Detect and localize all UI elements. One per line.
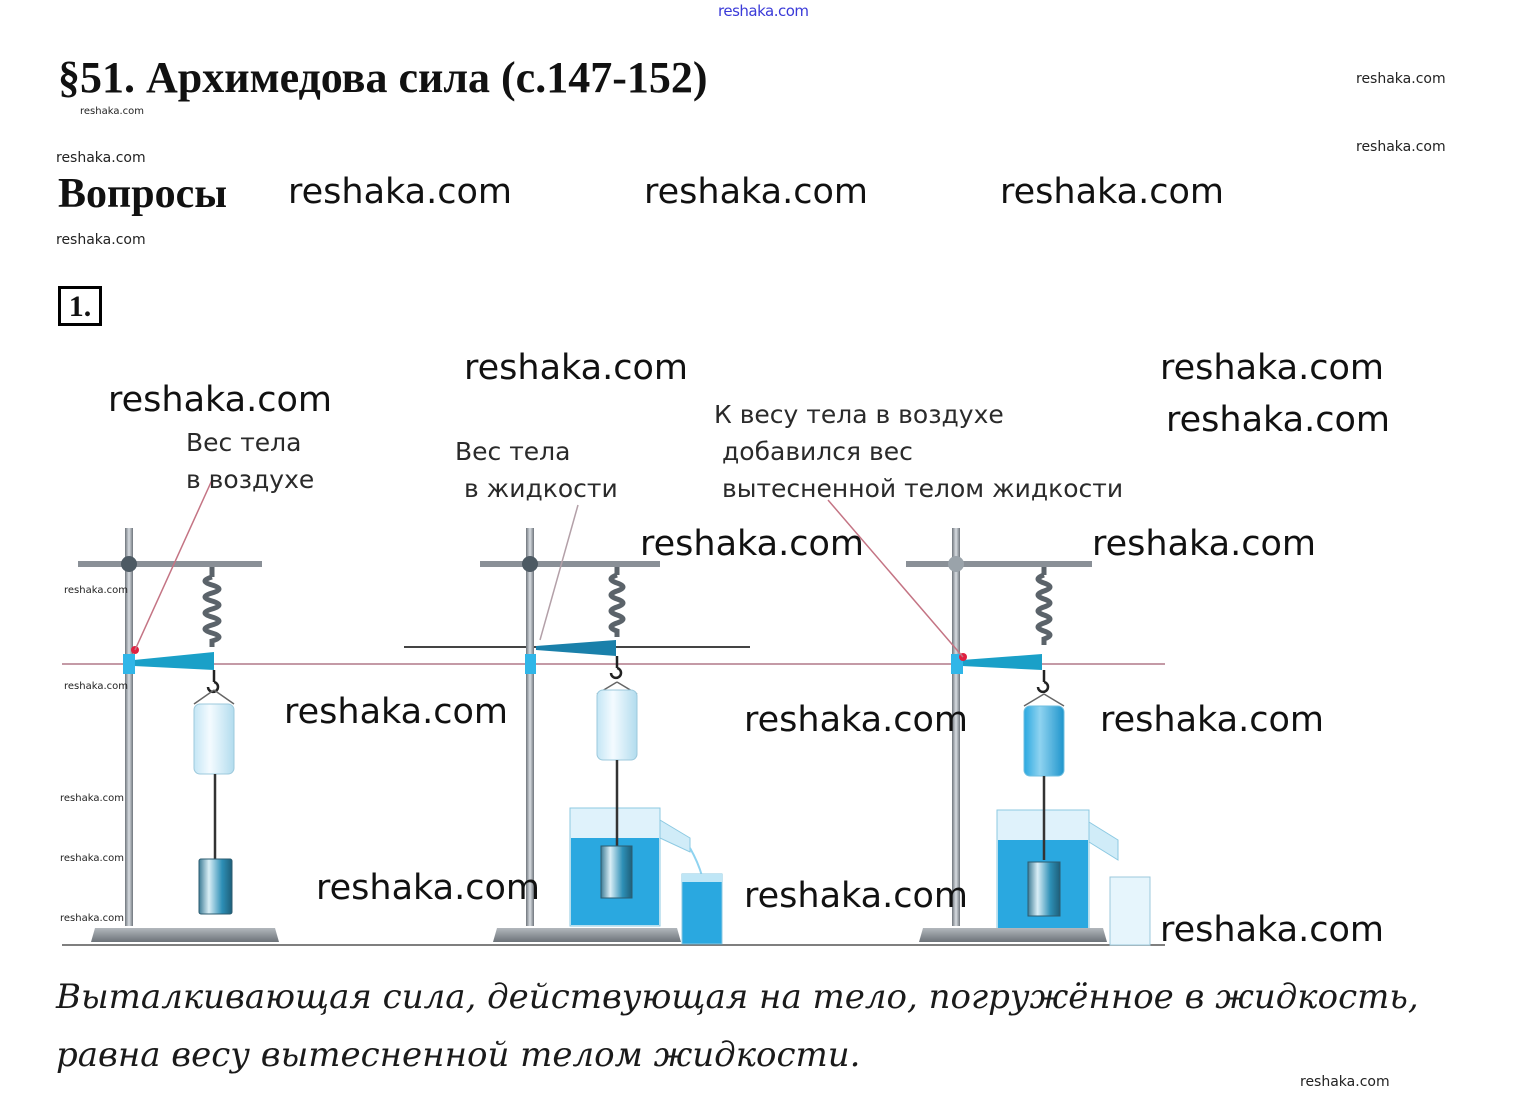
- empty-pail: [596, 689, 638, 761]
- watermark: reshaka.com: [108, 380, 332, 420]
- beaker-with-water: [681, 873, 723, 945]
- apparatus-restored: [827, 499, 1151, 946]
- watermark: reshaka.com: [1092, 524, 1316, 564]
- watermark: reshaka.com: [1160, 910, 1384, 950]
- watermark: reshaka.com: [1100, 700, 1324, 740]
- watermark: reshaka.com: [464, 348, 688, 388]
- empty-pail: [193, 703, 235, 775]
- pointer: [134, 652, 214, 670]
- cylinder-weight: [600, 845, 633, 899]
- question-number-box: 1.: [58, 286, 102, 326]
- apparatus-liquid: [480, 504, 723, 945]
- watermark-top: reshaka.com: [718, 2, 809, 20]
- label-line: Вес тела: [455, 437, 571, 466]
- label-line: в воздухе: [186, 465, 315, 494]
- label-weight-in-liquid: Вес тела в жидкости: [455, 433, 618, 507]
- cylinder-weight: [1027, 861, 1061, 917]
- stand-base: [493, 928, 681, 942]
- section-heading: Вопросы: [58, 171, 228, 217]
- spring-icon: [1035, 567, 1053, 645]
- watermark: reshaka.com: [80, 106, 144, 117]
- label-line: в жидкости: [464, 474, 618, 503]
- empty-beaker: [1109, 876, 1151, 946]
- watermark: reshaka.com: [60, 853, 124, 864]
- watermark: reshaka.com: [744, 876, 968, 916]
- apparatus-air: [78, 479, 279, 942]
- watermark: reshaka.com: [60, 913, 124, 924]
- answer-text: Выталкивающая сила, действующая на тело,…: [56, 977, 1419, 1075]
- pointer: [536, 640, 616, 656]
- watermark: reshaka.com: [64, 585, 128, 596]
- watermark: reshaka.com: [1356, 139, 1446, 155]
- watermark: reshaka.com: [1356, 71, 1446, 87]
- watermark: reshaka.com: [644, 172, 868, 212]
- cylinder-weight: [198, 858, 233, 915]
- watermark: reshaka.com: [744, 700, 968, 740]
- watermark: reshaka.com: [316, 868, 540, 908]
- watermark: reshaka.com: [284, 692, 508, 732]
- label-line: вытесненной телом жидкости: [722, 474, 1124, 503]
- watermark: reshaka.com: [60, 793, 124, 804]
- label-line: К весу тела в воздухе: [714, 400, 1004, 429]
- pointer: [962, 654, 1042, 670]
- label-weight-in-air: Вес тела в воздухе: [186, 424, 314, 498]
- label-line: добавился вес: [722, 437, 913, 466]
- spring-icon: [202, 567, 222, 647]
- watermark: reshaka.com: [56, 232, 146, 248]
- watermark: reshaka.com: [1000, 172, 1224, 212]
- watermark: reshaka.com: [288, 172, 512, 212]
- stand-base: [919, 928, 1107, 942]
- watermark: reshaka.com: [1300, 1074, 1390, 1090]
- page-title: §51. Архимедова сила (с.147-152): [58, 53, 708, 102]
- spring-icon: [608, 567, 626, 637]
- watermark: reshaka.com: [1160, 348, 1384, 388]
- watermark: reshaka.com: [1166, 400, 1390, 440]
- stand-base: [91, 928, 279, 942]
- label-added-weight: К весу тела в воздухе добавился вес выте…: [714, 396, 1123, 507]
- watermark: reshaka.com: [640, 524, 864, 564]
- watermark: reshaka.com: [56, 150, 146, 166]
- filled-pail: [1023, 705, 1065, 777]
- watermark: reshaka.com: [64, 681, 128, 692]
- label-line: Вес тела: [186, 428, 302, 457]
